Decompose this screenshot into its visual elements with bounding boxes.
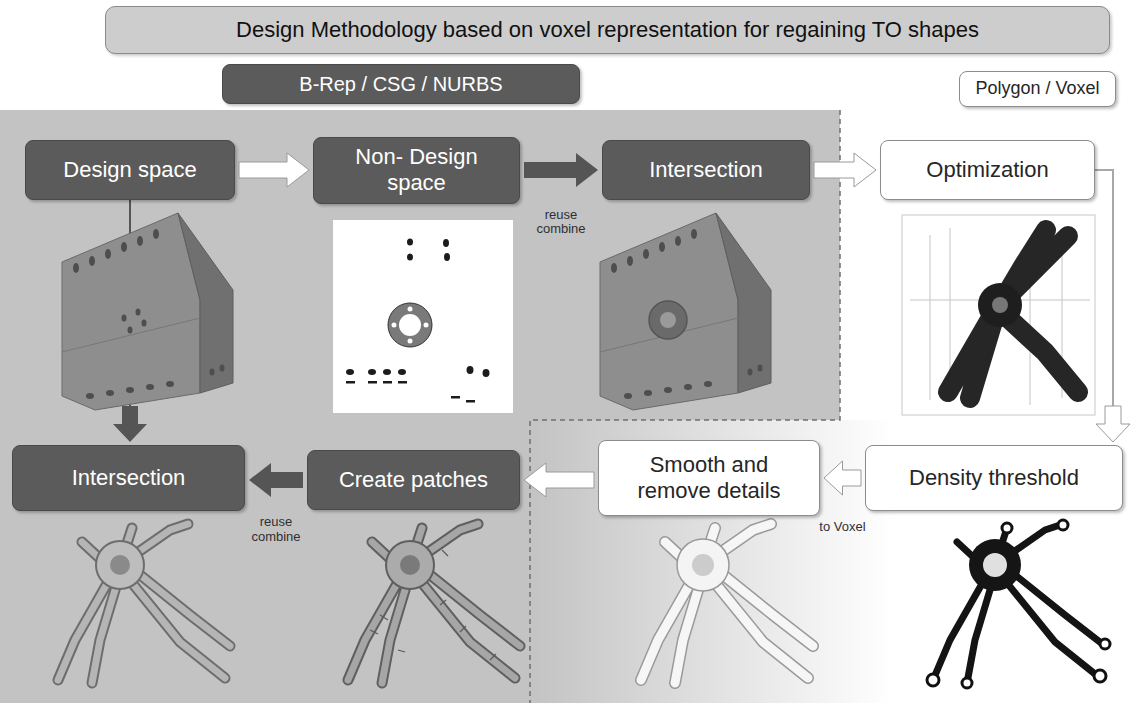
node-text: Design space <box>63 157 196 183</box>
node-text: Density threshold <box>909 465 1079 491</box>
flow-arrow <box>249 463 303 497</box>
process-box: Density threshold <box>865 445 1123 511</box>
process-box: Design space <box>25 140 235 200</box>
flow-arrow <box>824 461 861 495</box>
process-box: Optimization <box>880 140 1095 200</box>
band-label: Polygon / Voxel <box>959 71 1116 107</box>
process-box: Intersection <box>602 140 810 200</box>
flow-arrow <box>814 153 876 187</box>
process-box: Intersection <box>12 445 245 511</box>
flow-arrow <box>1095 170 1130 442</box>
node-text: Polygon / Voxel <box>975 78 1099 100</box>
edge-label: to Voxel <box>819 520 865 535</box>
edge-label: reuse combine <box>530 208 592 238</box>
node-text: Create patches <box>339 467 488 493</box>
node-text: B-Rep / CSG / NURBS <box>299 72 502 96</box>
flow-arrow <box>239 153 309 187</box>
flow-arrow <box>524 153 598 187</box>
title-box: Design Methodology based on voxel repres… <box>105 6 1110 54</box>
node-text: Intersection <box>72 465 186 491</box>
band-label: B-Rep / CSG / NURBS <box>222 64 580 104</box>
node-text: Non- Design space <box>347 144 487 197</box>
process-box: Create patches <box>307 450 520 510</box>
node-text: Optimization <box>926 157 1048 183</box>
edge-label: reuse combine <box>245 515 307 545</box>
node-text: Smooth and remove details <box>624 452 794 505</box>
title-text: Design Methodology based on voxel repres… <box>236 17 979 43</box>
node-text: Intersection <box>649 157 763 183</box>
process-box: Non- Design space <box>313 137 520 204</box>
flow-arrow <box>524 463 594 497</box>
process-box: Smooth and remove details <box>598 440 820 516</box>
